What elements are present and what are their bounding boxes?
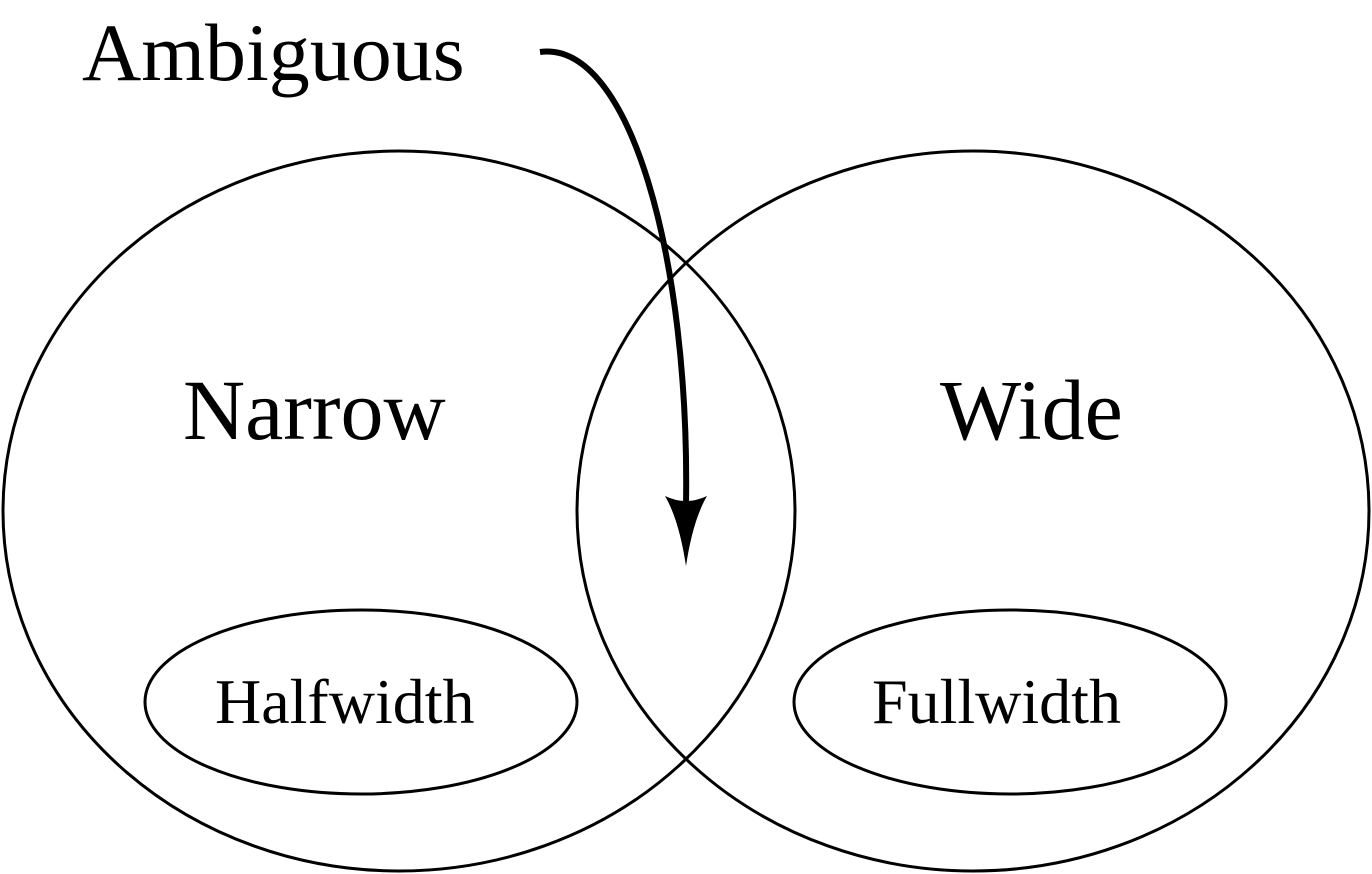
ambiguous-arrow-shaft <box>539 48 690 506</box>
ambiguous-label: Ambiguous <box>82 7 465 98</box>
wide-label: Wide <box>940 362 1123 458</box>
halfwidth-label: Halfwidth <box>215 666 475 737</box>
ambiguous-arrowhead-icon <box>665 496 707 566</box>
narrow-label: Narrow <box>183 362 446 458</box>
fullwidth-label: Fullwidth <box>872 666 1121 737</box>
halfwidth-subset-ellipse <box>143 608 579 796</box>
narrow-set-ellipse <box>1 149 797 873</box>
fullwidth-subset-ellipse <box>792 608 1228 796</box>
wide-set-ellipse <box>575 149 1371 873</box>
